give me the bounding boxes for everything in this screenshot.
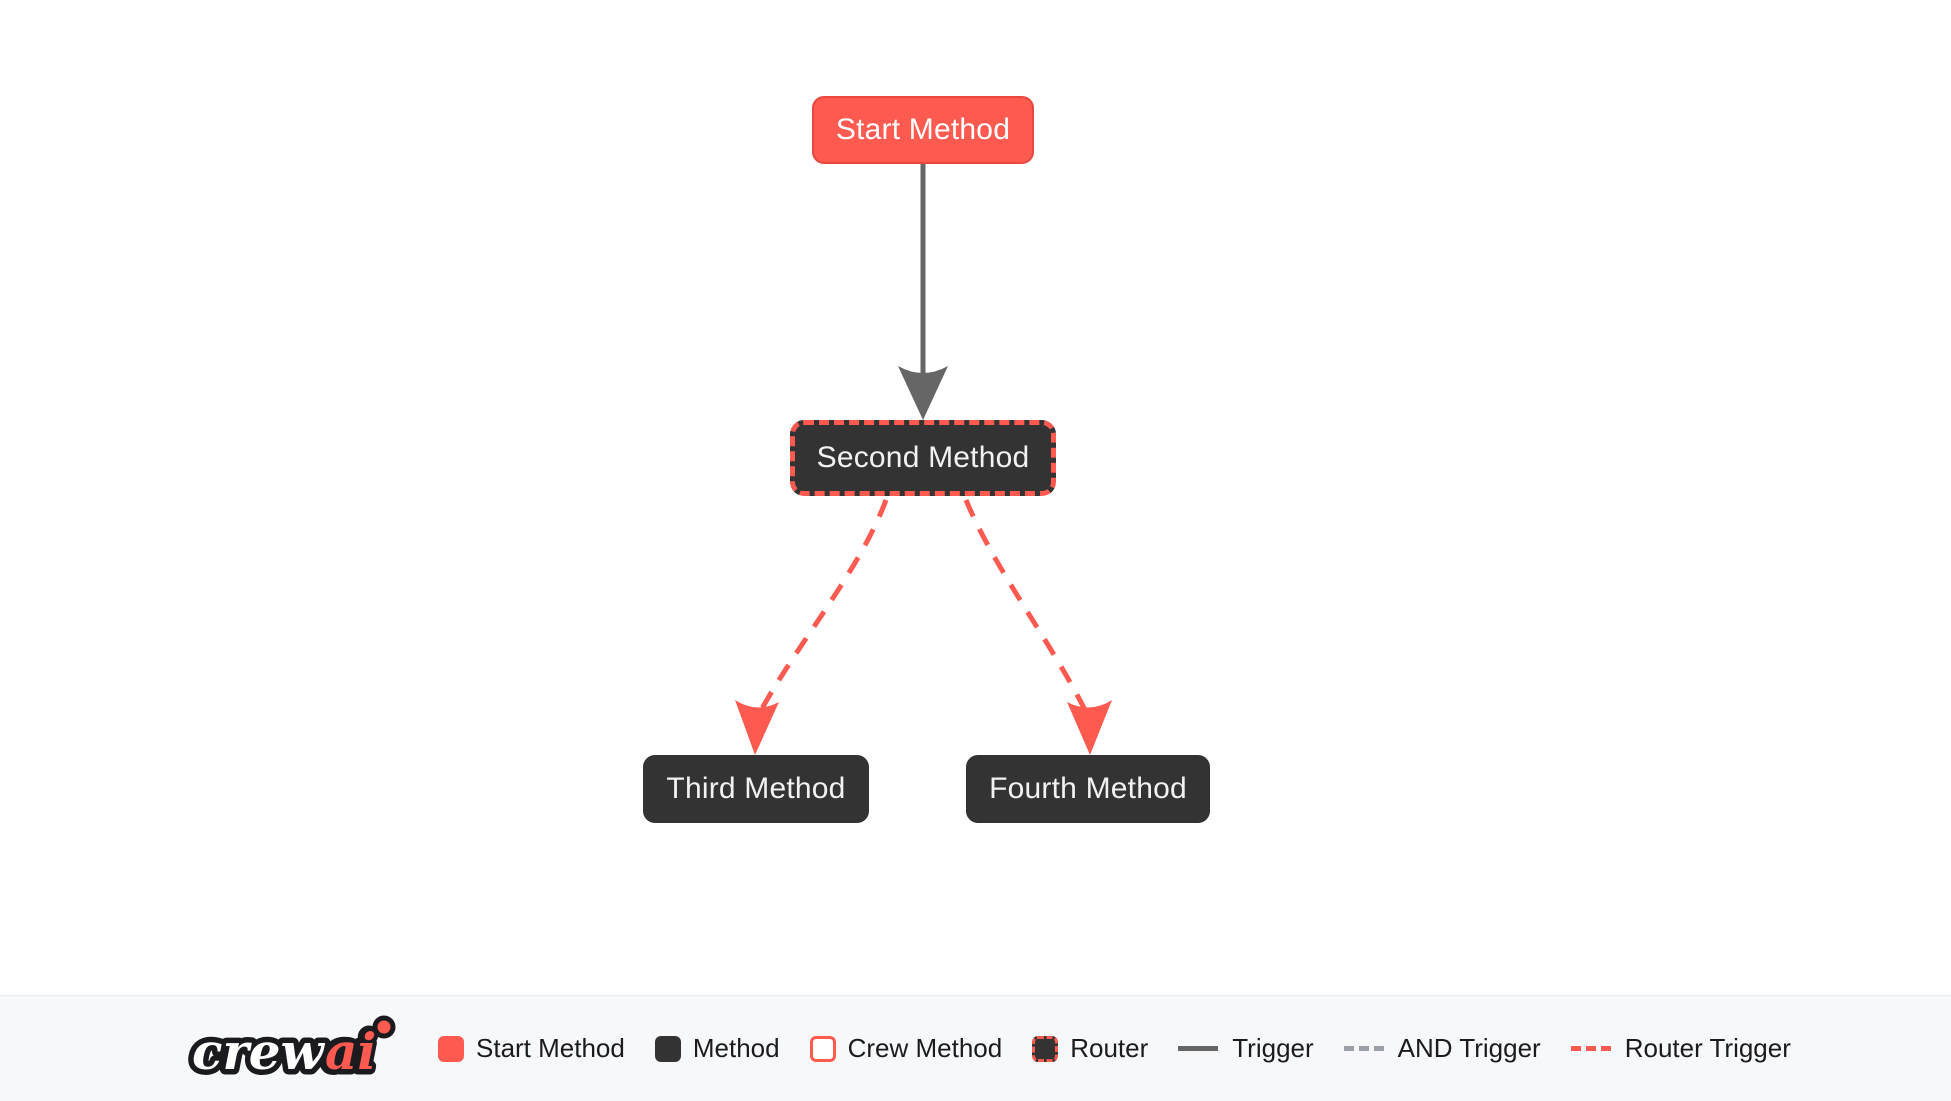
node-start-method[interactable]: Start Method <box>812 96 1034 164</box>
legend-item-crew-method[interactable]: Crew Method <box>809 1033 1003 1064</box>
flow-diagram-canvas: Start Method Second Method Third Method … <box>643 96 1210 823</box>
node-third-method[interactable]: Third Method <box>643 755 869 823</box>
edge-second-to-third <box>735 499 889 755</box>
node-second-method-label: Second Method <box>816 441 1030 474</box>
node-fourth-method[interactable]: Fourth Method <box>966 755 1210 823</box>
legend-item-start-method[interactable]: Start Method <box>438 1033 625 1064</box>
edge-start-to-second <box>898 164 948 420</box>
legend-bar: crewai crew ai Start Method Method Crew … <box>0 995 1951 1101</box>
node-start-method-label: Start Method <box>835 113 1011 146</box>
legend-label-crew-method: Crew Method <box>847 1033 1003 1063</box>
method-swatch-icon <box>654 1035 681 1062</box>
crewai-logo-crew: crew <box>192 1022 326 1081</box>
edge-second-to-fourth <box>963 499 1112 755</box>
trigger-line-icon <box>1178 1046 1219 1051</box>
legend-item-method[interactable]: Method <box>654 1033 780 1064</box>
crewai-logo-dot <box>372 1015 396 1038</box>
node-third-method-label: Third Method <box>666 772 846 805</box>
crew-method-swatch-icon <box>809 1035 836 1062</box>
legend-item-and-trigger[interactable]: AND Trigger <box>1343 1033 1541 1064</box>
legend-label-start-method: Start Method <box>476 1033 625 1063</box>
legend-label-trigger: Trigger <box>1232 1033 1314 1063</box>
crewai-logo: crewai crew ai <box>188 1015 396 1086</box>
legend-item-router-trigger[interactable]: Router Trigger <box>1570 1033 1791 1064</box>
legend-label-method: Method <box>692 1033 780 1063</box>
node-second-method[interactable]: Second Method <box>790 420 1056 496</box>
legend-item-router[interactable]: Router <box>1032 1033 1148 1064</box>
router-trigger-line-icon <box>1570 1046 1611 1051</box>
node-fourth-method-label: Fourth Method <box>989 772 1187 805</box>
legend-label-router-trigger: Router Trigger <box>1624 1033 1791 1063</box>
and-trigger-line-icon <box>1343 1046 1384 1051</box>
crewai-logo-outline: crewai <box>192 1022 375 1081</box>
router-swatch-icon <box>1032 1035 1059 1062</box>
legend-label-router: Router <box>1070 1033 1149 1063</box>
legend-item-trigger[interactable]: Trigger <box>1178 1033 1314 1064</box>
legend-label-and-trigger: AND Trigger <box>1397 1033 1541 1063</box>
crewai-logo-ai: ai <box>325 1022 376 1081</box>
start-method-swatch-icon <box>438 1035 464 1062</box>
